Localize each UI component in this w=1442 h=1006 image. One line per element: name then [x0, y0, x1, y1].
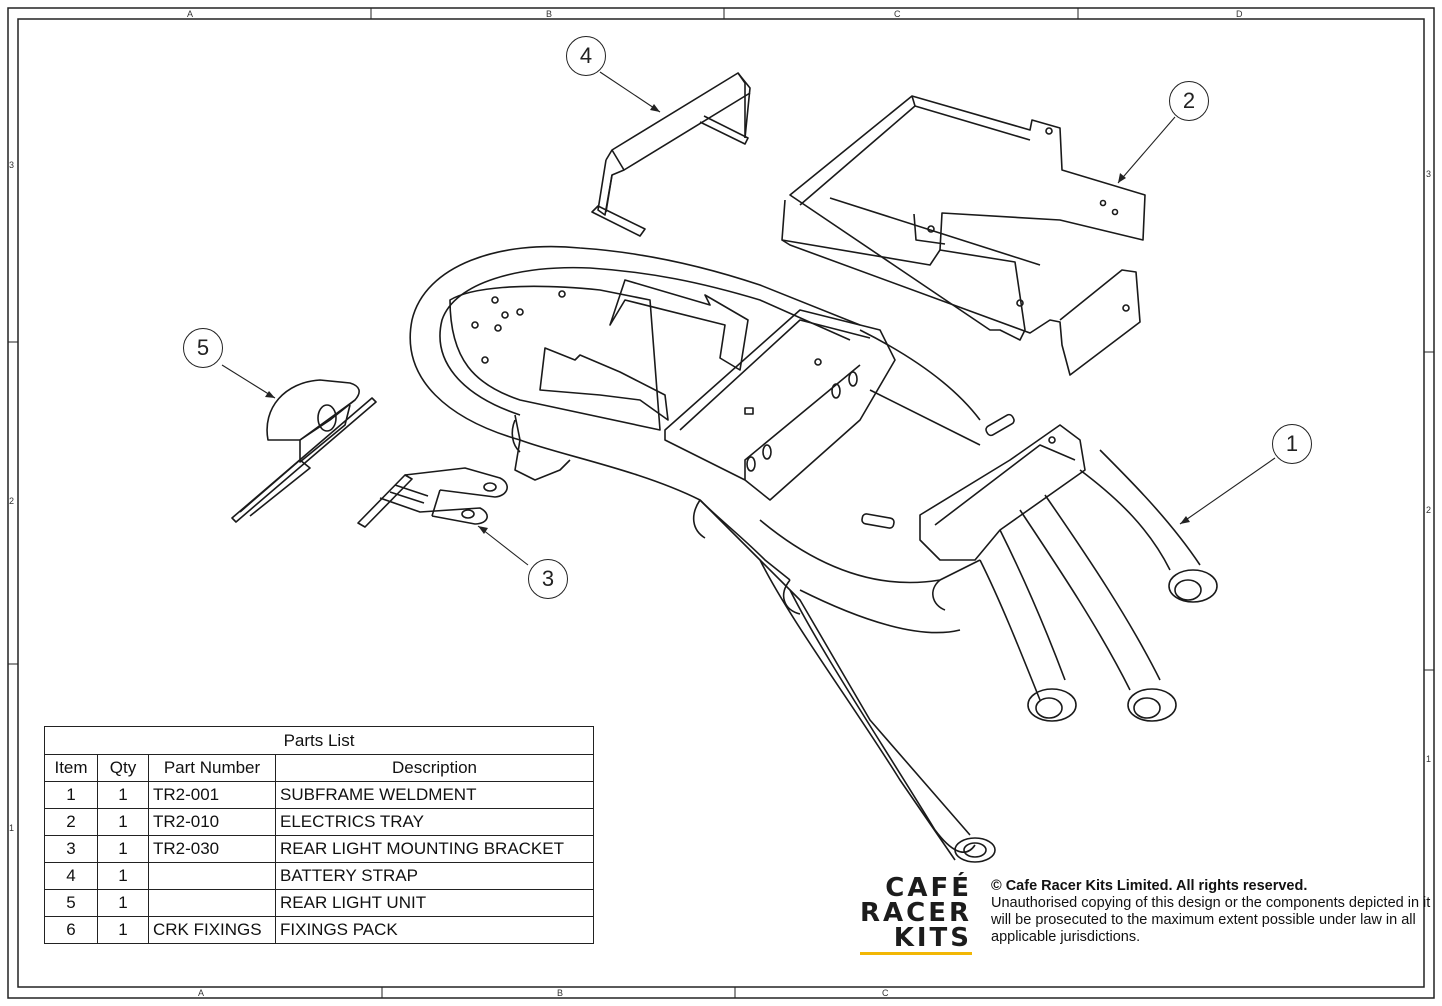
balloon-item-5: 5: [183, 328, 223, 368]
cell-qty: 1: [97, 862, 149, 890]
zone-label-left-2: 2: [9, 496, 15, 506]
cell-part-number: CRK FIXINGS: [148, 916, 276, 944]
cell-item: 1: [44, 781, 98, 809]
cell-part-number: [148, 889, 276, 917]
zone-label-left-1: 1: [9, 823, 15, 833]
header-qty: Qty: [97, 754, 149, 782]
cell-part-number: TR2-010: [148, 808, 276, 836]
balloon-item-1: 1: [1272, 424, 1312, 464]
zone-label-bottom-a: A: [198, 988, 205, 998]
logo-line-1: CAFÉ: [885, 873, 972, 903]
battery-strap-part: [591, 72, 751, 237]
balloon-item-3: 3: [528, 559, 568, 599]
table-row: 3 1 TR2-030 REAR LIGHT MOUNTING BRACKET: [44, 835, 594, 863]
cell-qty: 1: [97, 808, 149, 836]
cell-qty: 1: [97, 781, 149, 809]
rear-light-unit-part: [231, 379, 377, 523]
zone-label-right-3: 3: [1426, 169, 1432, 179]
table-row: 6 1 CRK FIXINGS FIXINGS PACK: [44, 916, 594, 944]
balloon-item-4: 4: [566, 36, 606, 76]
cell-description: SUBFRAME WELDMENT: [275, 781, 594, 809]
zone-label-left-3: 3: [9, 160, 15, 170]
zone-label-right-1: 1: [1426, 754, 1432, 764]
zone-label-bottom-b: B: [557, 988, 564, 998]
zone-label-top-a: A: [187, 9, 194, 19]
cell-item: 2: [44, 808, 98, 836]
zone-label-right-2: 2: [1426, 505, 1432, 515]
cell-description: REAR LIGHT UNIT: [275, 889, 594, 917]
leader-lines: [221, 71, 1276, 566]
cell-item: 3: [44, 835, 98, 863]
logo-line-3: KITS: [893, 923, 972, 953]
cell-description: REAR LIGHT MOUNTING BRACKET: [275, 835, 594, 863]
header-item: Item: [44, 754, 98, 782]
header-part-number: Part Number: [148, 754, 276, 782]
logo-accent-bar: [860, 952, 972, 955]
table-row: 2 1 TR2-010 ELECTRICS TRAY: [44, 808, 594, 836]
cell-item: 6: [44, 916, 98, 944]
cell-qty: 1: [97, 916, 149, 944]
cell-part-number: TR2-030: [148, 835, 276, 863]
balloon-item-2: 2: [1169, 81, 1209, 121]
copyright-body: Unauthorised copying of this design or t…: [991, 895, 1431, 945]
cell-description: ELECTRICS TRAY: [275, 808, 594, 836]
zone-label-top-b: B: [546, 9, 553, 19]
copyright-heading: © Cafe Racer Kits Limited. All rights re…: [991, 878, 1308, 894]
parts-list-title: Parts List: [44, 726, 594, 755]
cell-part-number: [148, 862, 276, 890]
zone-label-bottom-c: C: [882, 988, 889, 998]
cell-qty: 1: [97, 835, 149, 863]
subframe-weldment-part: [409, 245, 1218, 863]
header-description: Description: [275, 754, 594, 782]
zone-label-top-d: D: [1236, 9, 1243, 19]
parts-list-table: Parts List Item Qty Part Number Descript…: [44, 726, 594, 944]
copyright-notice: © Cafe Racer Kits Limited. All rights re…: [991, 878, 1431, 946]
cell-item: 5: [44, 889, 98, 917]
table-row: 5 1 REAR LIGHT UNIT: [44, 889, 594, 917]
parts-list-header-row: Item Qty Part Number Description: [44, 754, 594, 782]
leader-arrowheads: [265, 104, 1190, 534]
cell-description: FIXINGS PACK: [275, 916, 594, 944]
table-row: 1 1 TR2-001 SUBFRAME WELDMENT: [44, 781, 594, 809]
zone-label-top-c: C: [894, 9, 901, 19]
table-row: 4 1 BATTERY STRAP: [44, 862, 594, 890]
rear-light-bracket-part: [357, 467, 508, 528]
drawing-frame: [7, 7, 1435, 999]
logo-line-2: RACER: [859, 898, 972, 928]
cell-part-number: TR2-001: [148, 781, 276, 809]
cell-description: BATTERY STRAP: [275, 862, 594, 890]
cell-qty: 1: [97, 889, 149, 917]
cell-item: 4: [44, 862, 98, 890]
cafe-racer-kits-logo: CAFÉ RACER KITS: [850, 873, 972, 953]
electrics-tray-part: [781, 95, 1146, 376]
